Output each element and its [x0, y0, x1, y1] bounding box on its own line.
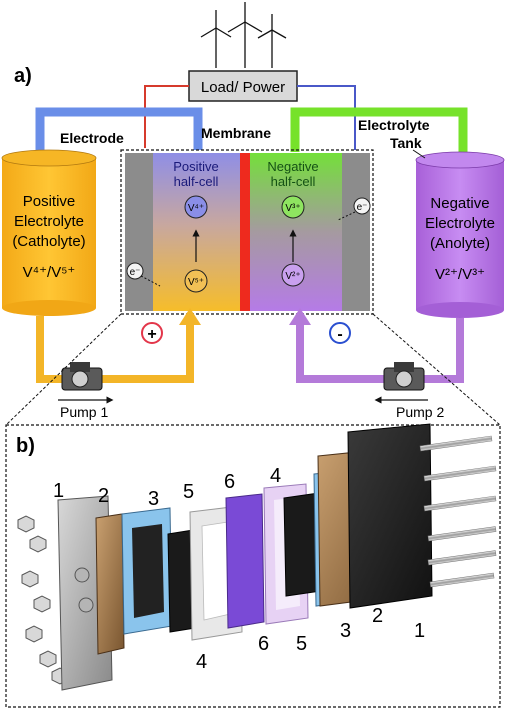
negative-ion-top-label: V³⁺	[285, 203, 300, 214]
end-plate-right	[347, 423, 433, 609]
part-number-top-1: 1	[53, 480, 64, 502]
electrode-label: Electrode	[60, 130, 124, 146]
part-number-bottom-3: 3	[340, 620, 351, 642]
panel-b-label: b)	[16, 435, 35, 457]
positive-ion-top	[184, 195, 208, 219]
zoom-line-left	[5, 313, 122, 426]
electron-left-label: e⁻	[130, 267, 141, 278]
current-collector-left	[95, 513, 125, 655]
wind-turbine-icon	[200, 2, 287, 68]
negative-return-pipe	[296, 318, 464, 383]
blue-wire	[297, 85, 356, 150]
electron-right-arrow-icon	[337, 211, 356, 221]
negative-half-cell-label-2: half-cell	[271, 174, 316, 189]
membrane	[240, 153, 250, 311]
pump-1-label: Pump 1	[60, 404, 108, 420]
negative-ion-bottom	[281, 263, 305, 287]
positive-half-cell-label-1: Positive	[173, 159, 219, 174]
electrolyte-tank-label-1: Electrolyte	[358, 117, 430, 133]
panel-a-label: a)	[14, 65, 32, 87]
positive-tank-line-1: Positive	[23, 193, 76, 210]
negative-tank-line-3: (Anolyte)	[430, 235, 490, 252]
zoom-line-right	[372, 313, 501, 426]
negative-ion-top	[281, 195, 305, 219]
bolts-icon	[419, 435, 497, 588]
left-electrode	[125, 153, 153, 311]
part-number-top-3: 3	[148, 488, 159, 510]
positive-tank-line-2: Electrolyte	[14, 213, 84, 230]
graphite-felt-left	[132, 524, 164, 618]
electrolyte-tank-label-2: Tank	[390, 135, 422, 151]
positive-tank-line-3: (Catholyte)	[12, 233, 85, 250]
part-number-top-6: 6	[224, 471, 235, 493]
part-number-bottom-2: 2	[372, 605, 383, 627]
positive-electrolyte-tank	[1, 149, 97, 316]
part-number-top-2: 2	[98, 485, 109, 507]
purple-arrowhead-icon	[289, 308, 311, 325]
end-plate-left-port-top	[74, 567, 90, 583]
negative-tank-line-2: Electrolyte	[425, 215, 495, 232]
plus-terminal-icon	[141, 322, 163, 344]
part-number-bottom-1: 1	[414, 620, 425, 642]
positive-half-cell-label-2: half-cell	[174, 174, 219, 189]
part-number-bottom-5: 5	[296, 633, 307, 655]
positive-tank-species: V⁴⁺/V⁵⁺	[23, 264, 76, 281]
negative-tank-line-1: Negative	[430, 195, 489, 212]
load-power-label: Load/ Power	[201, 79, 285, 96]
electron-right-label: e⁻	[357, 202, 368, 213]
yellow-arrowhead-icon	[179, 308, 201, 325]
electron-left-arrow-icon	[140, 275, 161, 287]
cell-dashed-border	[120, 149, 374, 315]
part-number-bottom-6: 6	[258, 633, 269, 655]
negative-electrolyte-tank	[415, 151, 505, 318]
tank-pointer-line	[412, 149, 426, 159]
electron-right	[353, 197, 371, 215]
part-number-top-4: 4	[270, 465, 281, 487]
positive-ion-top-label: V⁴⁺	[188, 203, 204, 214]
negative-tank-species: V²⁺/V³⁺	[435, 266, 485, 283]
blue-electrolyte-pipe	[35, 107, 203, 158]
part-number-top-5: 5	[183, 481, 194, 503]
positive-return-pipe	[36, 316, 194, 383]
part-number-bottom-4: 4	[196, 651, 207, 673]
negative-half-cell-label-1: Negative	[267, 159, 318, 174]
minus-terminal-icon	[329, 322, 351, 344]
membrane-label: Membrane	[201, 125, 271, 141]
pump-2-icon	[383, 362, 425, 391]
plus-sign: +	[147, 326, 156, 343]
white-frame-left-inner	[201, 521, 231, 621]
end-plate-left-port-bottom	[78, 597, 94, 613]
positive-ion-bottom-label: V⁵⁺	[188, 277, 204, 288]
electron-left	[126, 262, 144, 280]
minus-sign: -	[337, 326, 342, 343]
membrane-purple	[225, 493, 265, 629]
red-wire	[144, 85, 189, 148]
negative-ion-bottom-label: V²⁺	[285, 271, 300, 282]
pump-2-label: Pump 2	[396, 404, 444, 420]
right-electrode	[342, 153, 370, 311]
positive-ion-bottom	[184, 269, 208, 293]
green-electrolyte-pipe	[290, 107, 468, 165]
pump-1-icon	[61, 362, 103, 391]
